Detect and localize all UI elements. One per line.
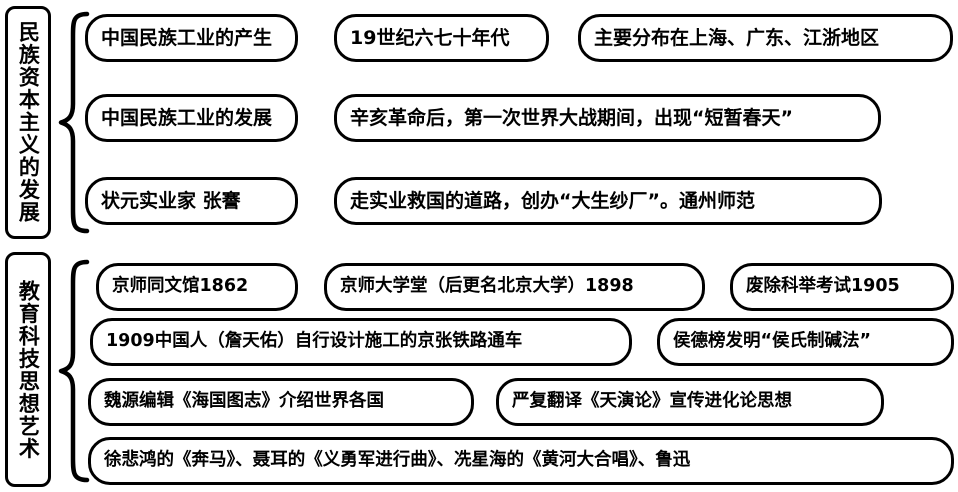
section-label-text: 教育科技思想艺术 <box>16 279 41 460</box>
detail-text: 19世纪六七十年代 <box>350 26 510 49</box>
brace-education-science-art <box>57 258 91 484</box>
topic-text: 中国民族工业的发展 <box>101 106 273 129</box>
detail-pill[interactable]: 主要分布在上海、广东、江浙地区 <box>578 14 953 62</box>
item-pill[interactable]: 徐悲鸿的《奔马》、聂耳的《义勇军进行曲》、冼星海的《黄河大合唱》、鲁迅 <box>88 437 954 485</box>
detail-pill[interactable]: 走实业救国的道路，创办“大生纱厂”。通州师范 <box>334 177 882 225</box>
topic-text: 状元实业家 张謇 <box>101 189 241 212</box>
item-pill[interactable]: 魏源编辑《海国图志》介绍世界各国 <box>88 378 474 426</box>
item-text: 京师同文馆1862 <box>112 276 249 297</box>
detail-text: 走实业救国的道路，创办“大生纱厂”。通州师范 <box>350 189 755 212</box>
detail-text: 辛亥革命后，第一次世界大战期间，出现“短暂春天” <box>350 106 793 129</box>
topic-text: 中国民族工业的产生 <box>101 26 273 49</box>
item-text: 严复翻译《天演论》宣传进化论思想 <box>512 391 792 412</box>
detail-pill[interactable]: 19世纪六七十年代 <box>334 14 549 62</box>
item-pill[interactable]: 废除科举考试1905 <box>730 263 954 311</box>
section-label-text: 民族资本主义的发展 <box>16 21 41 224</box>
topic-pill[interactable]: 中国民族工业的发展 <box>85 94 298 142</box>
item-text: 侯德榜发明“侯氏制碱法” <box>673 331 872 352</box>
section-label-education-science-art: 教育科技思想艺术 <box>5 252 51 487</box>
item-text: 废除科举考试1905 <box>746 276 900 297</box>
item-pill[interactable]: 1909中国人（詹天佑）自行设计施工的京张铁路通车 <box>90 318 632 366</box>
item-text: 京师大学堂（后更名北京大学）1898 <box>340 276 634 297</box>
item-text: 1909中国人（詹天佑）自行设计施工的京张铁路通车 <box>106 331 523 352</box>
item-pill[interactable]: 京师大学堂（后更名北京大学）1898 <box>324 263 705 311</box>
detail-pill[interactable]: 辛亥革命后，第一次世界大战期间，出现“短暂春天” <box>334 94 881 142</box>
section-label-national-capitalism: 民族资本主义的发展 <box>5 6 51 239</box>
item-text: 魏源编辑《海国图志》介绍世界各国 <box>104 391 384 412</box>
item-text: 徐悲鸿的《奔马》、聂耳的《义勇军进行曲》、冼星海的《黄河大合唱》、鲁迅 <box>104 450 691 471</box>
detail-text: 主要分布在上海、广东、江浙地区 <box>594 26 880 49</box>
item-pill[interactable]: 严复翻译《天演论》宣传进化论思想 <box>496 378 884 426</box>
topic-pill[interactable]: 状元实业家 张謇 <box>85 177 298 225</box>
item-pill[interactable]: 京师同文馆1862 <box>96 263 298 311</box>
topic-pill[interactable]: 中国民族工业的产生 <box>85 14 298 62</box>
item-pill[interactable]: 侯德榜发明“侯氏制碱法” <box>657 318 954 366</box>
